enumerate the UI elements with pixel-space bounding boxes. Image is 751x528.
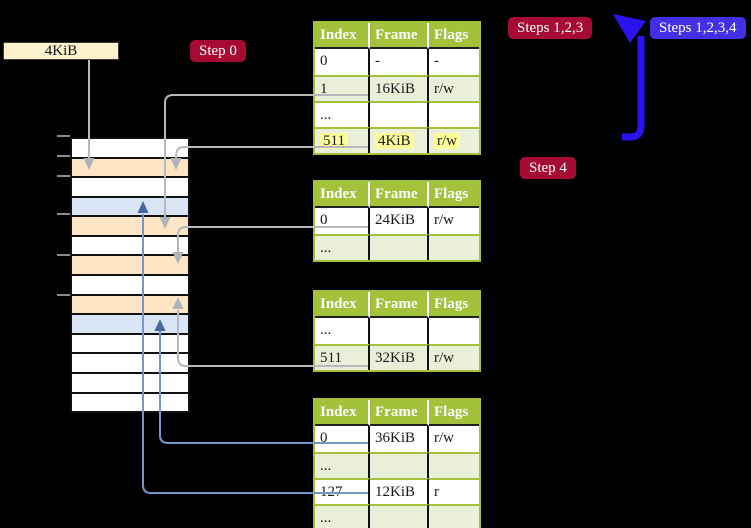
table-cell	[429, 101, 479, 127]
table-cell	[370, 234, 429, 260]
address-tick	[57, 155, 70, 157]
column-header: Index	[315, 23, 370, 49]
memory-frame-row	[72, 334, 188, 355]
table-cell: 127	[315, 478, 370, 504]
memory-frame-row	[72, 393, 188, 412]
memory-frame-row	[72, 197, 188, 218]
table-cell	[370, 318, 429, 344]
table-cell: 12KiB	[370, 478, 429, 504]
table-cell: r	[429, 478, 479, 504]
badge-steps-1234: Steps 1,2,3,4	[650, 17, 746, 39]
table-cell: r/w	[429, 75, 479, 101]
address-tick	[57, 254, 70, 256]
table-cell: 24KiB	[370, 208, 429, 234]
column-header: Index	[315, 400, 370, 426]
table-cell: r/w	[434, 212, 454, 228]
address-tick	[57, 294, 70, 296]
table-cell: 511	[315, 127, 370, 153]
frame-size-label: 4KiB	[3, 42, 119, 60]
table-cell: 16KiB	[370, 75, 429, 101]
table-cell: ...	[315, 101, 370, 127]
memory-frame-row	[72, 276, 188, 296]
memory-frame-row	[72, 373, 188, 394]
table-cell	[370, 504, 429, 528]
table-cell: r/w	[434, 430, 454, 446]
badge-step4: Step 4	[520, 157, 576, 179]
table-cell: -	[370, 49, 429, 75]
memory-frame-row	[72, 217, 188, 237]
table-cell: 36KiB	[370, 426, 429, 452]
highlighted-value: r/w	[434, 133, 460, 149]
table-cell: 1	[315, 75, 370, 101]
memory-frame-row	[72, 178, 188, 198]
memory-frame-row	[72, 236, 188, 257]
column-header: Flags	[429, 182, 479, 208]
memory-frame-row	[72, 139, 188, 159]
column-header: Frame	[370, 182, 429, 208]
badge-step0: Step 0	[190, 40, 246, 62]
table-cell: 511	[315, 344, 370, 370]
table-cell: 0	[315, 426, 370, 452]
column-header: Flags	[429, 23, 479, 49]
memory-frame-row	[72, 295, 188, 316]
physical-memory-column	[70, 137, 190, 413]
column-header: Frame	[370, 400, 429, 426]
table-cell	[429, 504, 479, 528]
column-header: Flags	[429, 292, 479, 318]
table-cell	[429, 318, 479, 344]
column-header: Index	[315, 292, 370, 318]
address-tick	[57, 135, 70, 137]
table-cell: r/w	[429, 127, 479, 153]
table-cell: 32KiB	[370, 344, 429, 370]
address-tick	[57, 175, 70, 177]
memory-frame-row	[72, 315, 188, 335]
address-tick	[57, 213, 70, 215]
table-cell	[429, 234, 479, 260]
table-cell	[370, 452, 429, 478]
column-header: Flags	[429, 400, 479, 426]
table-cell: ...	[315, 234, 370, 260]
table-cell: -	[434, 53, 439, 69]
column-header: Frame	[370, 292, 429, 318]
table-cell: 4KiB	[370, 127, 429, 153]
badge-steps-123: Steps 1,2,3	[508, 17, 593, 39]
table-cell: ...	[315, 318, 370, 344]
highlighted-value: 511	[320, 133, 348, 149]
table-cell: r/w	[429, 344, 479, 370]
table-cell: ...	[315, 504, 370, 528]
column-header: Frame	[370, 23, 429, 49]
highlighted-value: 4KiB	[375, 133, 414, 149]
table-cell: 0	[315, 49, 370, 75]
table-cell	[370, 101, 429, 127]
column-header: Index	[315, 182, 370, 208]
memory-frame-row	[72, 158, 188, 179]
memory-frame-row	[72, 354, 188, 374]
table-cell: ...	[315, 452, 370, 478]
recursive-loop-arrow	[613, 14, 646, 141]
table-cell	[429, 452, 479, 478]
table-cell: 0	[315, 208, 370, 234]
memory-frame-row	[72, 256, 188, 277]
